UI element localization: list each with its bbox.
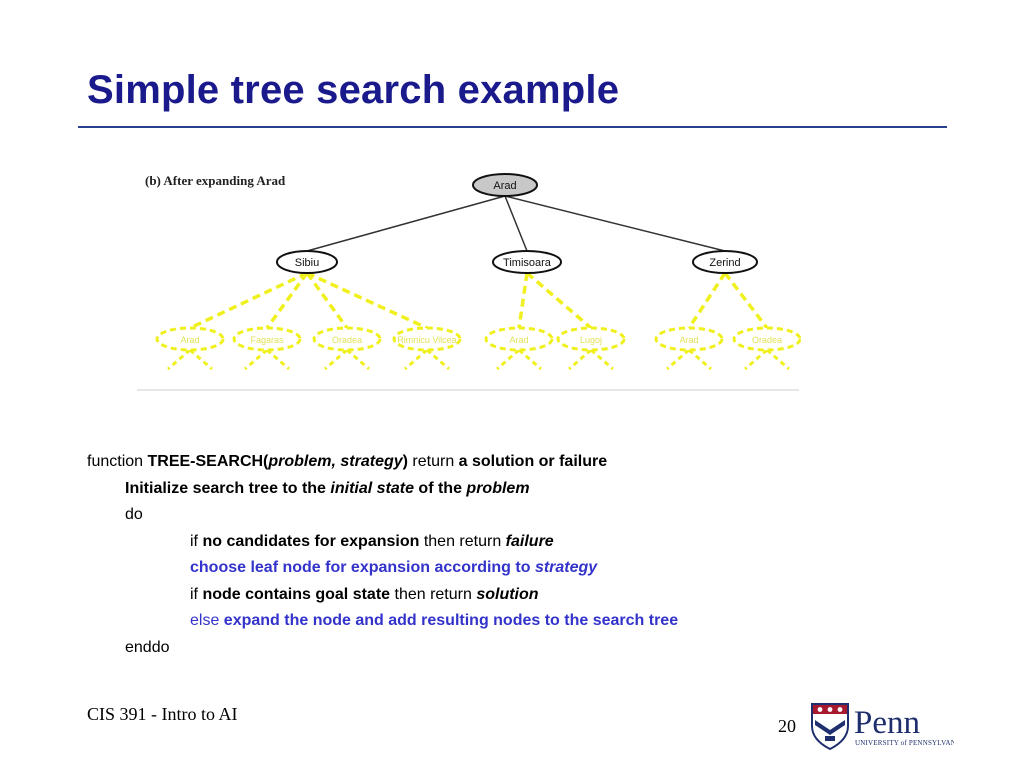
fringe-label-arad: Arad: [180, 335, 199, 345]
fringe-node-rimnicu-vilcea: [392, 326, 462, 352]
fringe-stub-left: [167, 348, 191, 371]
fringe-node-arad: [155, 326, 225, 352]
keyword-function: function: [87, 453, 148, 470]
fringe-edge-sibiu-arad: [189, 271, 308, 330]
choose-leaf-text: choose leaf node for expansion according…: [190, 559, 535, 576]
slide-title: Simple tree search example: [87, 68, 620, 112]
pseudocode-line-5: choose leaf node for expansion according…: [87, 555, 678, 582]
edge-root-to-sibiu: [306, 195, 506, 252]
pseudocode-line-1: function TREE-SEARCH(problem, strategy) …: [87, 449, 678, 476]
root-label-arad: Arad: [493, 180, 516, 192]
root-node-arad: [472, 173, 538, 197]
fringe-node-fagaras: [232, 326, 302, 352]
fringe-stub-right: [518, 348, 542, 371]
fringe-edge-zerind-arad: [687, 272, 727, 329]
penn-shield-icon: Penn UNIVERSITY of PENNSYLVANIA: [811, 703, 964, 751]
fringe-label-lugoj: Lugoj: [580, 335, 602, 345]
fringe-label-fagaras: Fagaras: [250, 335, 284, 345]
child-node-zerind: [692, 250, 758, 274]
pseudocode-line-3: do: [87, 502, 678, 529]
pseudocode-line-6: if node contains goal state then return …: [87, 582, 678, 609]
fringe-stub-right: [426, 348, 450, 371]
slide-number: 20: [778, 716, 796, 736]
child-label-sibiu: Sibiu: [295, 257, 319, 269]
edge-root-to-timisoara: [504, 195, 528, 252]
fringe-label-arad: Arad: [509, 335, 528, 345]
keyword-enddo: enddo: [125, 638, 170, 656]
keyword-else: else: [190, 612, 224, 629]
fringe-edge-sibiu-fagaras: [265, 271, 309, 330]
keyword-then-return-2: then return: [390, 585, 477, 603]
fringe-stub-right: [590, 348, 614, 371]
title-divider: [78, 126, 947, 128]
choose-strategy: strategy: [534, 559, 598, 576]
fringe-stub-right: [189, 348, 213, 371]
fringe-node-oradea: [732, 326, 801, 352]
fringe-stub-right: [688, 348, 712, 371]
fringe-node-oradea: [312, 326, 382, 352]
tree-edges: [167, 195, 790, 371]
fringe-edge-timisoara-arad: [517, 272, 529, 329]
fringe-label-oradea: Oradea: [332, 335, 362, 345]
fringe-node-lugoj: [556, 326, 626, 352]
child-label-timisoara: Timisoara: [503, 257, 552, 269]
penn-wordmark: Penn: [854, 705, 920, 741]
fringe-edge-zerind-oradea: [723, 271, 769, 330]
pseudocode-line-4: if no candidates for expansion then retu…: [87, 529, 678, 556]
edge-root-to-zerind: [504, 195, 726, 252]
init-of-the: of the: [413, 479, 467, 497]
condition-no-candidates: no candidates for expansion: [202, 532, 420, 550]
child-node-sibiu: [276, 250, 338, 274]
penn-logo: Penn UNIVERSITY of PENNSYLVANIA: [808, 700, 964, 752]
figure-caption: (b) After expanding Arad: [145, 173, 286, 188]
init-problem: problem: [466, 479, 530, 497]
function-close-paren: ): [402, 453, 408, 470]
fringe-edge-timisoara-lugoj: [525, 271, 593, 330]
keyword-if-2: if: [190, 585, 203, 603]
fringe-label-rimnicu-vilcea: Rimnicu Vilcea: [397, 335, 456, 345]
result-failure: failure: [505, 532, 554, 550]
pseudocode-line-2: Initialize search tree to the initial st…: [87, 476, 678, 503]
fringe-node-arad: [484, 326, 554, 352]
fringe-label-arad: Arad: [679, 335, 698, 345]
init-state: initial state: [330, 479, 414, 497]
keyword-return: return: [407, 453, 459, 470]
child-node-timisoara: [492, 250, 562, 274]
result-solution: solution: [476, 585, 539, 603]
function-params: problem, strategy: [268, 453, 403, 470]
penn-subtext: UNIVERSITY of PENNSYLVANIA: [855, 739, 954, 747]
fringe-stub-left: [404, 348, 428, 371]
keyword-do: do: [125, 506, 143, 523]
fringe-stub-left: [744, 348, 768, 371]
keyword-then-return: then return: [419, 532, 506, 550]
fringe-label-oradea: Oradea: [752, 335, 782, 345]
pseudocode-line-7: else expand the node and add resulting n…: [87, 608, 678, 635]
fringe-stub-left: [666, 348, 690, 371]
condition-goal-state: node contains goal state: [202, 585, 391, 603]
init-text: Initialize search tree to the: [125, 479, 331, 497]
function-name: TREE-SEARCH(: [147, 453, 269, 470]
pseudocode-line-8: enddo: [87, 635, 678, 662]
fringe-edge-sibiu-oradea: [305, 271, 349, 330]
keyword-if: if: [190, 532, 203, 550]
fringe-stub-right: [266, 348, 290, 371]
expand-node-text: expand the node and add resulting nodes …: [223, 612, 679, 629]
footer-course: CIS 391 - Intro to AI: [87, 704, 238, 724]
return-value: a solution or failure: [458, 453, 608, 470]
pseudocode-block: function TREE-SEARCH(problem, strategy) …: [87, 449, 678, 661]
fringe-stub-right: [766, 348, 790, 371]
child-label-zerind: Zerind: [709, 257, 740, 269]
fringe-stub-left: [324, 348, 348, 371]
fringe-stub-left: [568, 348, 592, 371]
fringe-stub-right: [346, 348, 370, 371]
fringe-stub-left: [244, 348, 268, 371]
fringe-node-arad: [654, 326, 724, 352]
fringe-edge-sibiu-rimnicu-vilcea: [306, 271, 428, 330]
fringe-stub-left: [496, 348, 520, 371]
